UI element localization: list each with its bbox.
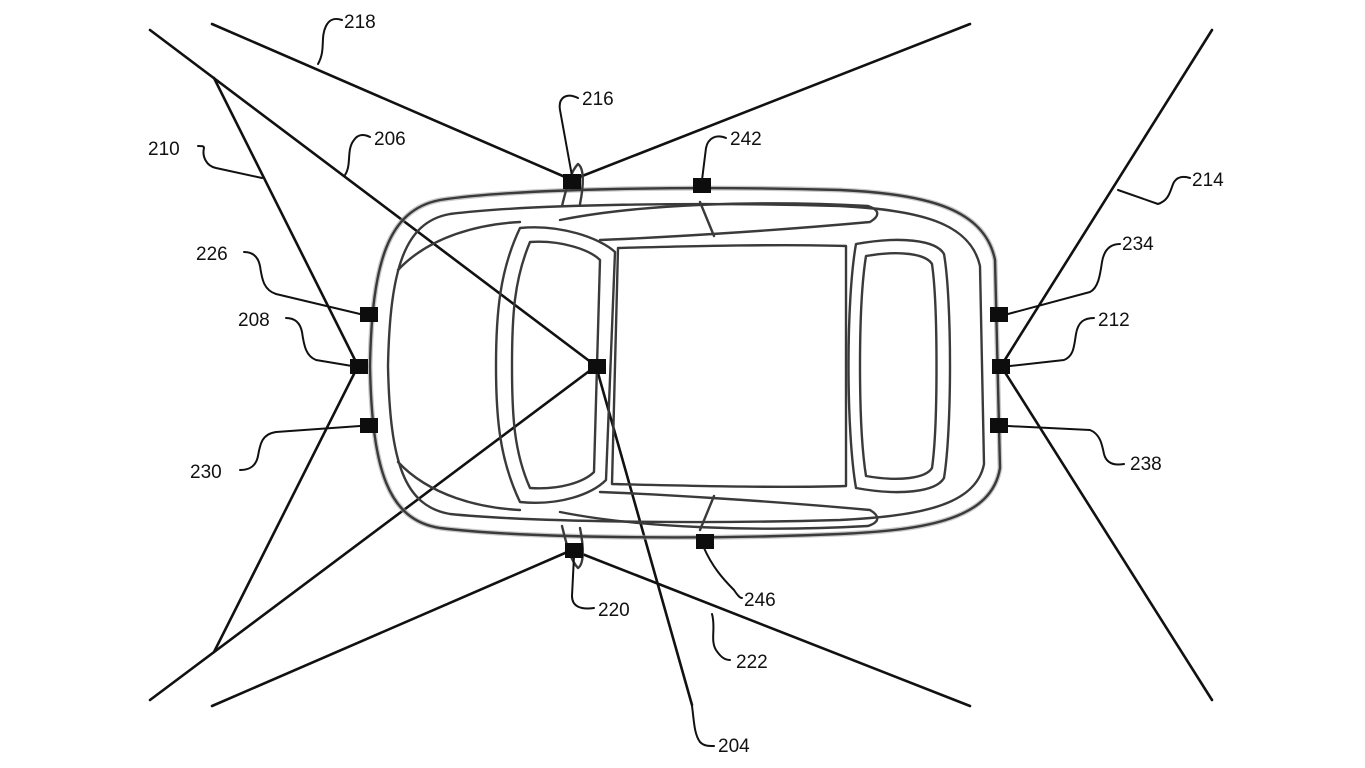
ref-212: 212 — [1098, 310, 1130, 331]
leader-216 — [558, 94, 579, 177]
fov-line-216-right — [570, 22, 972, 182]
fov-line-front-lower — [212, 364, 360, 654]
leader-242 — [701, 135, 727, 181]
fov-line-214 — [999, 28, 1214, 368]
leader-246 — [703, 547, 743, 599]
windshield-inner — [510, 240, 602, 490]
fov-line-220-left — [210, 548, 574, 708]
fov-line-rear-lower — [999, 364, 1214, 702]
side-window-top — [558, 202, 879, 242]
hood-line-bottom — [396, 460, 522, 512]
leader-212 — [1009, 317, 1095, 367]
roof-panel — [610, 243, 848, 489]
ref-216: 216 — [582, 89, 614, 110]
leader-210 — [197, 145, 263, 179]
leader-220 — [571, 555, 595, 610]
vehicle-body — [368, 186, 1002, 539]
sensor-220 — [565, 543, 583, 558]
b-pillar-top — [698, 200, 716, 238]
leader-226 — [243, 251, 361, 315]
sensor-208 — [350, 359, 368, 374]
leader-218 — [317, 17, 343, 65]
hood-line-top — [396, 220, 522, 272]
sensor-246 — [696, 534, 714, 549]
b-pillar-bottom — [698, 494, 716, 532]
fov-line-210 — [212, 76, 360, 368]
ref-220: 220 — [598, 600, 630, 621]
ref-218: 218 — [344, 12, 376, 33]
fov-line-222 — [570, 548, 972, 708]
field-of-view-lines — [148, 22, 1214, 708]
leader-206 — [344, 134, 371, 176]
ref-204: 204 — [718, 736, 750, 757]
ref-210: 210 — [148, 139, 180, 160]
sensor-234 — [990, 307, 1008, 322]
sensor-230 — [360, 418, 378, 433]
leader-238 — [1007, 425, 1125, 466]
sensor-216 — [563, 174, 581, 189]
vehicle-body-inner — [386, 202, 986, 524]
ref-206: 206 — [374, 129, 406, 150]
sensors — [350, 174, 1010, 558]
ref-230: 230 — [190, 462, 222, 483]
sensor-242 — [693, 178, 711, 193]
ref-208: 208 — [238, 310, 270, 331]
ref-238: 238 — [1130, 454, 1162, 475]
rear-window — [847, 238, 952, 494]
ref-246: 246 — [744, 590, 776, 611]
leader-lines — [197, 17, 1191, 747]
leader-204 — [691, 705, 715, 747]
rear-window-inner — [858, 251, 938, 481]
sensor-226 — [360, 307, 378, 322]
fov-line-206 — [148, 28, 598, 368]
sensor-204 — [588, 359, 606, 374]
fov-line-roof-lower — [148, 364, 598, 702]
ref-226: 226 — [196, 244, 228, 265]
leader-230 — [239, 425, 361, 471]
ref-222: 222 — [736, 652, 768, 673]
sensor-212 — [992, 359, 1010, 374]
leader-214 — [1117, 175, 1191, 205]
ref-242: 242 — [730, 129, 762, 150]
reference-numerals: 218 216 242 206 210 226 208 230 214 234 … — [148, 12, 1224, 757]
sensor-238 — [990, 418, 1008, 433]
side-mirror-top — [560, 162, 584, 208]
leader-208 — [285, 317, 353, 367]
side-window-bottom — [558, 490, 879, 530]
fov-line-218 — [210, 22, 574, 182]
vehicle-outline — [367, 162, 1003, 570]
leader-222 — [711, 613, 731, 661]
windshield — [494, 226, 617, 504]
ref-214: 214 — [1192, 170, 1224, 191]
leader-234 — [1007, 243, 1121, 315]
ref-234: 234 — [1122, 234, 1154, 255]
